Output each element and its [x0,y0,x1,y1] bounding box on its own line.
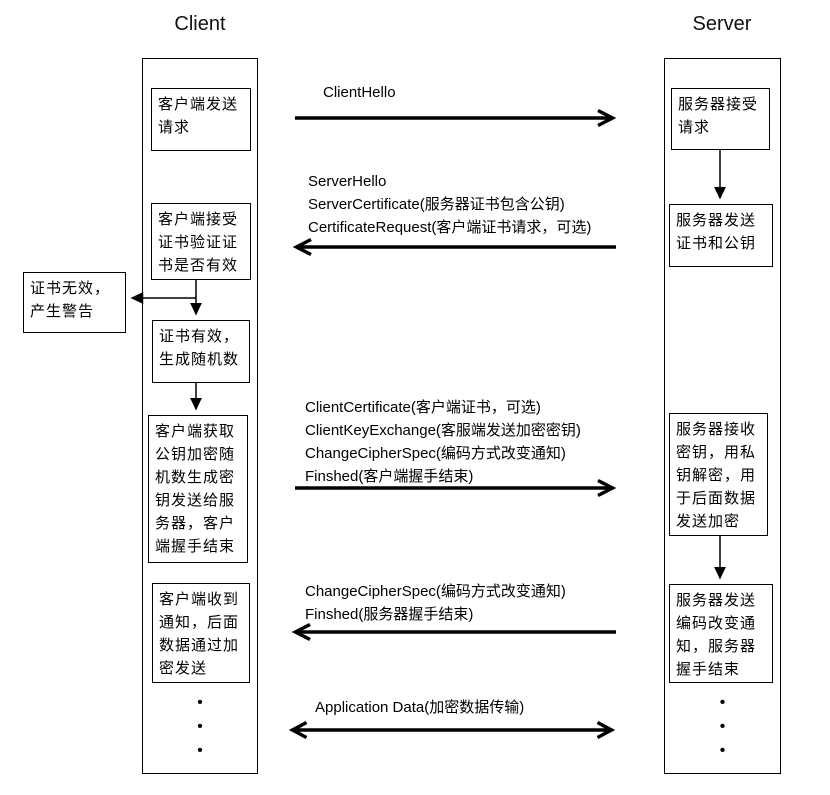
client-box-encrypt-key: 客户端获取 公钥加密随 机数生成密 钥发送给服 务器，客户 端握手结束 [148,415,248,563]
server-title: Server [692,13,752,35]
message-line: ClientHello [323,84,396,101]
server-box-change-cipher: 服务器发送 编码改变通 知，服务器 握手结束 [669,584,773,683]
message-line: Application Data(加密数据传输) [315,699,525,716]
arrow-changecipherspec-left [291,622,616,642]
arrow-clienthello-right [295,108,617,128]
message-line: ClientKeyExchange(客服端发送加密密钥) [305,422,581,439]
message-line: ClientCertificate(客户端证书，可选) [305,399,541,416]
message-line: CertificateRequest(客户端证书请求，可选) [308,219,592,236]
message-applicationdata-label: Application Data(加密数据传输) [315,696,524,719]
message-line: ServerHello [308,173,387,190]
message-line: ChangeCipherSpec(编码方式改变通知) [305,445,566,462]
client-box-send-request: 客户端发送 请求 [151,88,251,151]
arrow-applicationdata-both [288,720,616,740]
client-box-cert-valid: 证书有效， 生成随机数 [152,320,250,383]
server-ellipsis: • • • [719,694,726,759]
message-line: Finshed(服务器握手结束) [305,606,474,623]
message-clienthello-label: ClientHello [323,81,396,104]
message-clientkeyexchange-label: ClientCertificate(客户端证书，可选) ClientKeyExc… [305,396,581,488]
client-box-cert-invalid-warning: 证书无效， 产生警告 [23,272,126,333]
server-box-send-cert: 服务器发送 证书和公钥 [669,204,773,267]
message-serverhello-label: ServerHello ServerCertificate(服务器证书包含公钥)… [308,170,591,239]
client-box-encrypted-data: 客户端收到 通知，后面 数据通过加 密发送 [152,583,250,683]
message-line: Finshed(客户端握手结束) [305,468,474,485]
server-box-receive-key: 服务器接收 密钥，用私 钥解密，用 于后面数据 发送加密 [669,413,768,536]
client-ellipsis: • • • [197,694,203,759]
server-box-accept-request: 服务器接受 请求 [671,88,770,150]
arrow-serverhello-left [292,237,616,257]
message-changecipherspec-label: ChangeCipherSpec(编码方式改变通知) Finshed(服务器握手… [305,580,566,626]
message-line: ServerCertificate(服务器证书包含公钥) [308,196,565,213]
client-title: Client [174,13,226,35]
client-box-verify-cert: 客户端接受 证书验证证 书是否有效 [151,203,251,280]
message-line: ChangeCipherSpec(编码方式改变通知) [305,583,566,600]
